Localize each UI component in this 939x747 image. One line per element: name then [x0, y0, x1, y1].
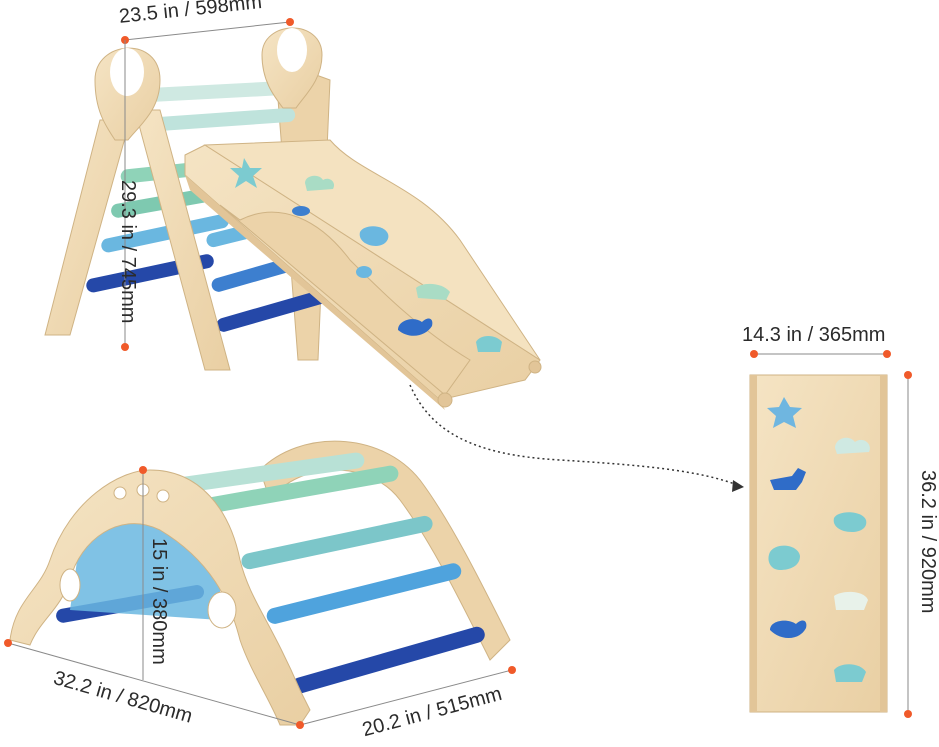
whale-hold-icon — [398, 318, 433, 336]
fish-hold-icon — [834, 664, 866, 682]
ramp-length-label: 36.2 in / 920mm — [917, 470, 939, 614]
cloud-hold-icon — [835, 437, 870, 454]
ramp-detail — [749, 374, 888, 713]
elephant-hold-icon — [356, 266, 372, 278]
ramp-detail-holds — [767, 397, 870, 682]
cloud-hold-icon — [305, 175, 335, 191]
elephant-hold-icon — [768, 545, 800, 570]
hippo-hold-icon — [359, 226, 389, 246]
ramp-width-label: 14.3 in / 365mm — [742, 324, 886, 346]
triangle-dimension-lines — [121, 18, 294, 351]
triangle-climber — [44, 27, 343, 371]
detail-arrow — [409, 384, 741, 487]
dog-hold-icon — [770, 468, 806, 490]
hippo-hold-icon — [833, 512, 867, 532]
ramp-detail-dimension-lines — [750, 350, 912, 718]
fish-hold-icon — [476, 336, 502, 352]
ramp-holds — [230, 158, 502, 352]
triangle-height-label: 29.3 in / 745mm — [117, 180, 139, 324]
star-hold-icon — [230, 158, 262, 188]
arch-height-label: 15 in / 380mm — [148, 538, 170, 665]
polar-bear-hold-icon — [416, 283, 450, 300]
arch-dimension-lines — [4, 466, 516, 729]
arch-climber — [9, 440, 511, 726]
whale-hold-icon — [770, 620, 807, 639]
ramp-on-triangle — [184, 139, 542, 410]
polar-bear-hold-icon — [834, 591, 868, 610]
star-hold-icon — [767, 397, 802, 428]
dog-hold-icon — [292, 206, 310, 216]
